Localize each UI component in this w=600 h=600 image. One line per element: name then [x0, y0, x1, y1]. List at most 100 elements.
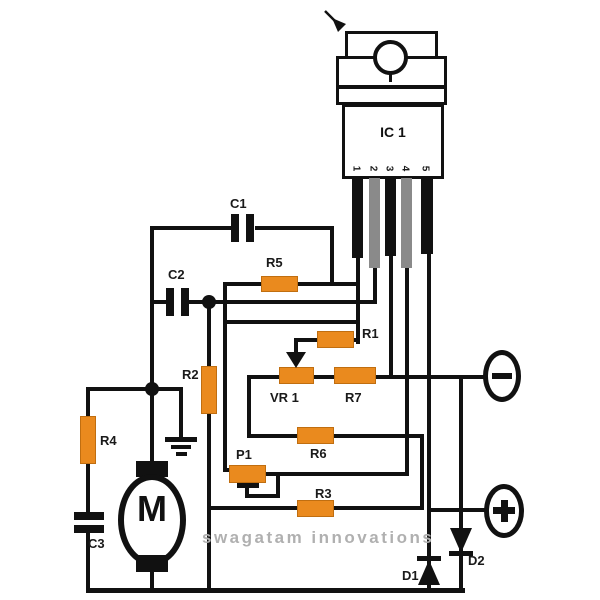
label-d2: D2: [468, 553, 485, 568]
capacitor-c2: [166, 288, 174, 316]
wire: [356, 258, 360, 344]
watermark-text: swagatam innovations: [202, 528, 435, 547]
label-r7: R7: [345, 390, 362, 405]
potentiometer-vr1: [279, 367, 314, 384]
wire: [427, 254, 431, 592]
ground-icon: [176, 452, 187, 456]
resistor-r4: [80, 416, 96, 464]
resistor-r5: [261, 276, 298, 292]
ic-pin-number-3: 3: [383, 165, 395, 172]
label-c2: C2: [168, 267, 185, 282]
motor-terminal-top: [136, 461, 168, 477]
capacitor-c2: [181, 288, 189, 316]
wire: [373, 268, 377, 304]
ic-hole-tick: [363, 56, 374, 59]
resistor-r7: [334, 367, 376, 384]
junction-dot: [202, 295, 216, 309]
minus-terminal: [483, 350, 521, 402]
ic-body: [342, 104, 444, 179]
wire: [207, 412, 211, 592]
ic-flange: [336, 86, 447, 105]
label-r5: R5: [266, 255, 283, 270]
ic-label: IC 1: [380, 124, 406, 140]
wire: [294, 338, 298, 354]
resistor-r2: [201, 366, 217, 414]
wire: [427, 508, 487, 512]
motor-body: [118, 474, 186, 566]
ic-pin-5: [421, 178, 433, 254]
wire: [223, 468, 231, 472]
motor-label: M: [137, 488, 167, 529]
ic-pin-number-5: 5: [419, 165, 431, 172]
ground-icon: [171, 445, 191, 449]
wire: [255, 226, 334, 230]
ic-pin-number-2: 2: [367, 165, 379, 172]
wire: [459, 375, 463, 592]
label-vr1: VR 1: [270, 390, 299, 405]
wire: [150, 226, 154, 466]
wire: [374, 375, 485, 379]
wire: [245, 486, 249, 498]
ic-pin-3: [385, 178, 396, 256]
ic-hole-tick: [389, 74, 392, 82]
wiper-arrow-icon: [286, 352, 306, 368]
junction-dot: [145, 382, 159, 396]
wire: [209, 300, 377, 304]
capacitor-c3: [74, 512, 104, 520]
wire: [330, 226, 334, 286]
label-r6: R6: [310, 446, 327, 461]
wire: [86, 462, 90, 515]
wire: [420, 434, 424, 510]
ic-pin-1: [352, 178, 363, 258]
wire: [189, 300, 211, 304]
ic-hole: [373, 40, 408, 75]
wire: [247, 434, 424, 438]
diode-d2: [450, 528, 472, 553]
wire: [223, 282, 227, 472]
ic-pin-2: [369, 178, 380, 268]
preset-p1: [229, 465, 266, 483]
ic-pin-number-1: 1: [350, 165, 362, 172]
ground-icon: [165, 437, 197, 442]
wire: [247, 375, 251, 438]
motor-terminal-bottom: [136, 555, 168, 572]
label-r3: R3: [315, 486, 332, 501]
ic-pin-number-4: 4: [399, 165, 411, 172]
wire: [297, 282, 360, 286]
wire: [207, 302, 211, 368]
wire: [179, 387, 183, 439]
plus-sign-icon: [501, 500, 508, 522]
wire: [225, 320, 360, 324]
wire: [225, 282, 262, 286]
diode-d1: [418, 560, 440, 585]
diode-d1-bar: [417, 556, 441, 561]
ic-hole-tick: [408, 56, 419, 59]
label-p1: P1: [236, 447, 252, 462]
wire: [276, 474, 280, 498]
wire: [389, 256, 393, 379]
capacitor-c3: [74, 525, 104, 533]
wire: [247, 375, 280, 379]
wire: [294, 338, 317, 342]
wire: [150, 226, 232, 230]
label-c1: C1: [230, 196, 247, 211]
wire: [150, 570, 154, 590]
wire: [245, 494, 280, 498]
wire: [352, 338, 360, 342]
resistor-r6: [297, 427, 334, 444]
ic-pin-4: [401, 178, 412, 268]
label-r4: R4: [100, 433, 117, 448]
label-r2: R2: [182, 367, 199, 382]
wire: [86, 387, 90, 420]
wire: [86, 588, 465, 593]
diode-d2-bar: [449, 551, 473, 556]
label-c3: C3: [88, 536, 105, 551]
resistor-r3: [297, 500, 334, 517]
pointer-arrow-icon: [324, 10, 346, 32]
wire: [86, 532, 90, 592]
label-d1: D1: [402, 568, 419, 583]
label-r1: R1: [362, 326, 379, 341]
wire: [86, 387, 183, 391]
wire: [263, 472, 409, 476]
wire: [150, 300, 166, 304]
